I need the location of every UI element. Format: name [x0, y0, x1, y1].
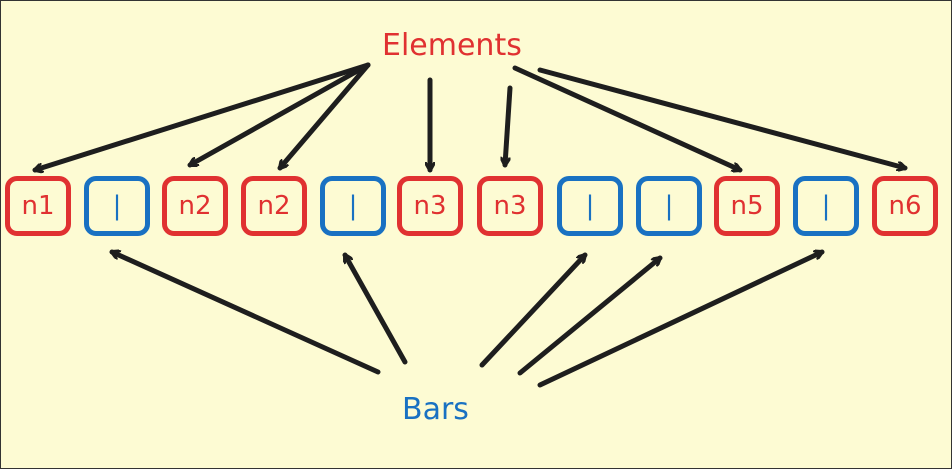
bar-cell: |	[636, 176, 702, 236]
arrow	[280, 62, 371, 168]
cell-text: n1	[21, 191, 55, 221]
bar-cell: |	[84, 176, 150, 236]
arrow	[512, 65, 740, 170]
cell-text: n2	[178, 191, 212, 221]
cell-text: |	[348, 191, 358, 221]
element-cell: n1	[5, 176, 71, 236]
element-cell: n3	[477, 176, 543, 236]
arrow	[479, 255, 585, 368]
bar-cell: |	[320, 176, 386, 236]
arrow	[35, 62, 371, 170]
cell-text: n2	[257, 191, 291, 221]
cell-text: n5	[730, 191, 764, 221]
element-cell: n2	[162, 176, 228, 236]
arrow	[537, 252, 822, 388]
arrow	[537, 67, 905, 168]
element-cell: n5	[714, 176, 780, 236]
arrow	[190, 62, 371, 168]
arrow	[112, 252, 381, 375]
elements-label: Elements	[382, 28, 522, 63]
bar-cell: |	[793, 176, 859, 236]
bars-label: Bars	[402, 392, 469, 427]
cell-text: |	[664, 191, 674, 221]
cell-text: n3	[413, 191, 447, 221]
cell-text: n3	[493, 191, 527, 221]
bar-cell: |	[557, 176, 623, 236]
arrow	[505, 85, 513, 168]
element-cell: n3	[397, 176, 463, 236]
arrow	[342, 255, 408, 365]
arrow	[517, 258, 660, 376]
cell-text: n6	[888, 191, 922, 221]
element-cell: n6	[872, 176, 938, 236]
cell-text: |	[585, 191, 595, 221]
element-cell: n2	[241, 176, 307, 236]
cell-text: |	[112, 191, 122, 221]
cell-text: |	[821, 191, 831, 221]
